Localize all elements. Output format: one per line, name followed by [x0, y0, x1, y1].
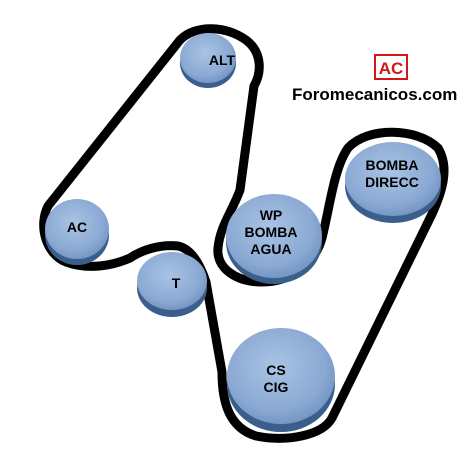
- pulley-label-line: WP: [260, 207, 283, 223]
- pulley-label-line: T: [172, 275, 181, 291]
- pulley-label-line: AGUA: [250, 241, 291, 257]
- pulley-alt: ALT: [180, 33, 236, 88]
- pulley-ac: AC: [45, 199, 109, 265]
- pulley-label-line: BOMBA: [366, 157, 419, 173]
- brand-badge: AC: [374, 54, 408, 80]
- pulley-label-line: CIG: [264, 379, 289, 395]
- pulley-label-t: T: [172, 275, 181, 291]
- brand-site-name: Foromecanicos.com: [292, 85, 458, 104]
- pulley-t: T: [137, 252, 207, 317]
- serpentine-belt: [39, 24, 449, 443]
- pulley-label-alt: ALT: [209, 52, 236, 68]
- pulley-label-line: DIRECC: [365, 174, 419, 190]
- pulley-label-line: ALT: [209, 52, 236, 68]
- pulley-label-line: BOMBA: [245, 224, 298, 240]
- pulley-label-line: CS: [266, 362, 285, 378]
- pulley-label-ac: AC: [67, 219, 87, 235]
- pulley-label-line: AC: [67, 219, 87, 235]
